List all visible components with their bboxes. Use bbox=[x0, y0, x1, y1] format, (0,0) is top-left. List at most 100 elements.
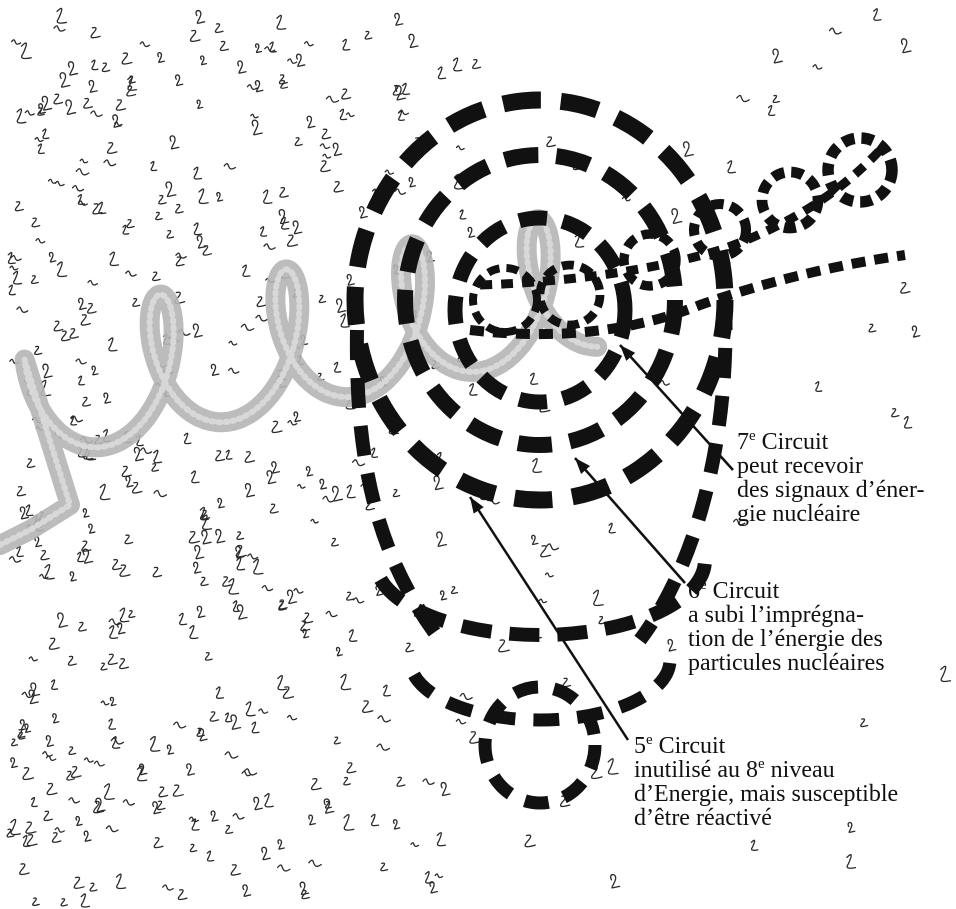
squiggle-mark bbox=[76, 169, 89, 175]
squiggle-mark bbox=[17, 307, 28, 312]
squiggle-mark bbox=[35, 138, 43, 142]
squiggle-mark bbox=[176, 75, 183, 86]
squiggle-mark bbox=[263, 190, 271, 203]
squiggle-mark bbox=[202, 515, 211, 529]
squiggle-mark bbox=[280, 188, 288, 198]
squiggle-mark bbox=[153, 802, 161, 814]
squiggle-mark bbox=[201, 56, 207, 65]
squiggle-mark bbox=[215, 24, 223, 33]
squiggle-mark bbox=[609, 523, 615, 533]
label-circuit-5-title: 5e Circuit bbox=[634, 734, 898, 758]
squiggle-mark bbox=[321, 161, 330, 172]
squiggle-mark bbox=[81, 894, 89, 907]
squiggle-mark bbox=[73, 186, 84, 191]
squiggle-mark bbox=[226, 826, 233, 834]
squiggle-mark bbox=[60, 73, 70, 87]
squiggle-mark bbox=[104, 160, 116, 166]
squiggle-mark bbox=[322, 129, 330, 139]
squiggle-mark bbox=[270, 504, 278, 513]
squiggle-mark bbox=[594, 590, 604, 605]
squiggle-mark bbox=[152, 464, 158, 471]
label-circuit-7-line: peut recevoir bbox=[737, 454, 924, 478]
squiggle-mark bbox=[184, 433, 191, 443]
squiggle-mark bbox=[52, 680, 58, 689]
squiggle-mark bbox=[728, 161, 736, 173]
squiggle-mark bbox=[111, 738, 123, 744]
squiggle-mark bbox=[89, 524, 95, 533]
squiggle-mark bbox=[17, 109, 26, 123]
squiggle-mark bbox=[323, 154, 331, 158]
squiggle-mark bbox=[68, 656, 76, 665]
squiggle-mark bbox=[35, 537, 42, 547]
squiggle-mark bbox=[79, 622, 87, 631]
squiggle-mark bbox=[684, 142, 694, 156]
squiggle-mark bbox=[158, 53, 165, 63]
squiggle-mark bbox=[44, 811, 52, 820]
squiggle-mark bbox=[256, 315, 268, 321]
squiggle-mark bbox=[123, 800, 134, 805]
squiggle-mark bbox=[262, 586, 272, 591]
squiggle-mark bbox=[237, 532, 244, 539]
squiggle-mark bbox=[256, 44, 262, 53]
squiggle-mark bbox=[288, 59, 297, 63]
squiggle-mark bbox=[194, 167, 201, 179]
squiggle-mark bbox=[70, 572, 76, 581]
squiggle-mark bbox=[262, 847, 270, 859]
squiggle-mark bbox=[189, 532, 199, 543]
squiggle-mark bbox=[20, 720, 27, 730]
squiggle-mark bbox=[829, 28, 841, 34]
squiggle-mark bbox=[120, 659, 129, 669]
squiggle-mark bbox=[611, 875, 620, 888]
squiggle-mark bbox=[288, 715, 297, 719]
squiggle-mark bbox=[211, 364, 218, 375]
squiggle-mark bbox=[539, 599, 546, 603]
squiggle-mark bbox=[122, 53, 132, 64]
squiggle-mark bbox=[38, 144, 44, 153]
squiggle-mark bbox=[353, 598, 363, 603]
squiggle-mark bbox=[320, 144, 329, 149]
squiggle-mark bbox=[298, 485, 305, 489]
squiggle-mark bbox=[672, 209, 682, 224]
squiggle-mark bbox=[340, 109, 347, 119]
squiggle-mark bbox=[55, 828, 64, 832]
squiggle-mark bbox=[333, 143, 341, 155]
squiggle-mark bbox=[220, 41, 228, 50]
squiggle-mark bbox=[133, 299, 140, 307]
squiggle-mark bbox=[334, 362, 340, 372]
squiggle-mark bbox=[90, 883, 97, 891]
squiggle-mark bbox=[816, 382, 822, 392]
squiggle-mark bbox=[92, 366, 98, 375]
squiggle-mark bbox=[79, 298, 87, 309]
squiggle-mark bbox=[15, 202, 23, 211]
squiggle-mark bbox=[9, 285, 15, 295]
squiggle-mark bbox=[470, 732, 480, 743]
squiggle-mark bbox=[233, 814, 244, 819]
squiggle-mark bbox=[346, 113, 353, 117]
squiggle-mark bbox=[11, 758, 18, 768]
squiggle-mark bbox=[154, 450, 162, 462]
squiggle-mark bbox=[245, 452, 254, 462]
squiggle-mark bbox=[438, 67, 445, 79]
squiggle-mark bbox=[91, 28, 100, 38]
squiggle-mark bbox=[259, 709, 268, 713]
squiggle-mark bbox=[150, 736, 159, 751]
label-circuit-6-line: a subi l’imprégna- bbox=[688, 603, 885, 627]
squiggle-mark bbox=[902, 39, 911, 53]
squiggle-mark bbox=[452, 587, 458, 594]
label-circuit-5-line: d’Energie, mais susceptible bbox=[634, 782, 898, 806]
squiggle-mark bbox=[229, 368, 239, 373]
squiggle-mark bbox=[525, 835, 535, 847]
squiggle-mark bbox=[332, 538, 339, 546]
squiggle-mark bbox=[892, 409, 899, 417]
squiggle-mark bbox=[84, 831, 91, 841]
circuit-ring-bottom bbox=[485, 687, 595, 803]
squiggle-mark bbox=[52, 833, 60, 842]
squiggle-mark bbox=[246, 702, 255, 716]
squiggle-mark bbox=[81, 315, 90, 325]
squiggle-mark bbox=[173, 785, 183, 796]
squiggle-mark bbox=[608, 759, 618, 774]
squiggle-mark bbox=[288, 590, 297, 603]
squiggle-mark bbox=[85, 758, 94, 762]
squiggle-mark bbox=[547, 137, 555, 147]
squiggle-mark bbox=[49, 638, 59, 649]
